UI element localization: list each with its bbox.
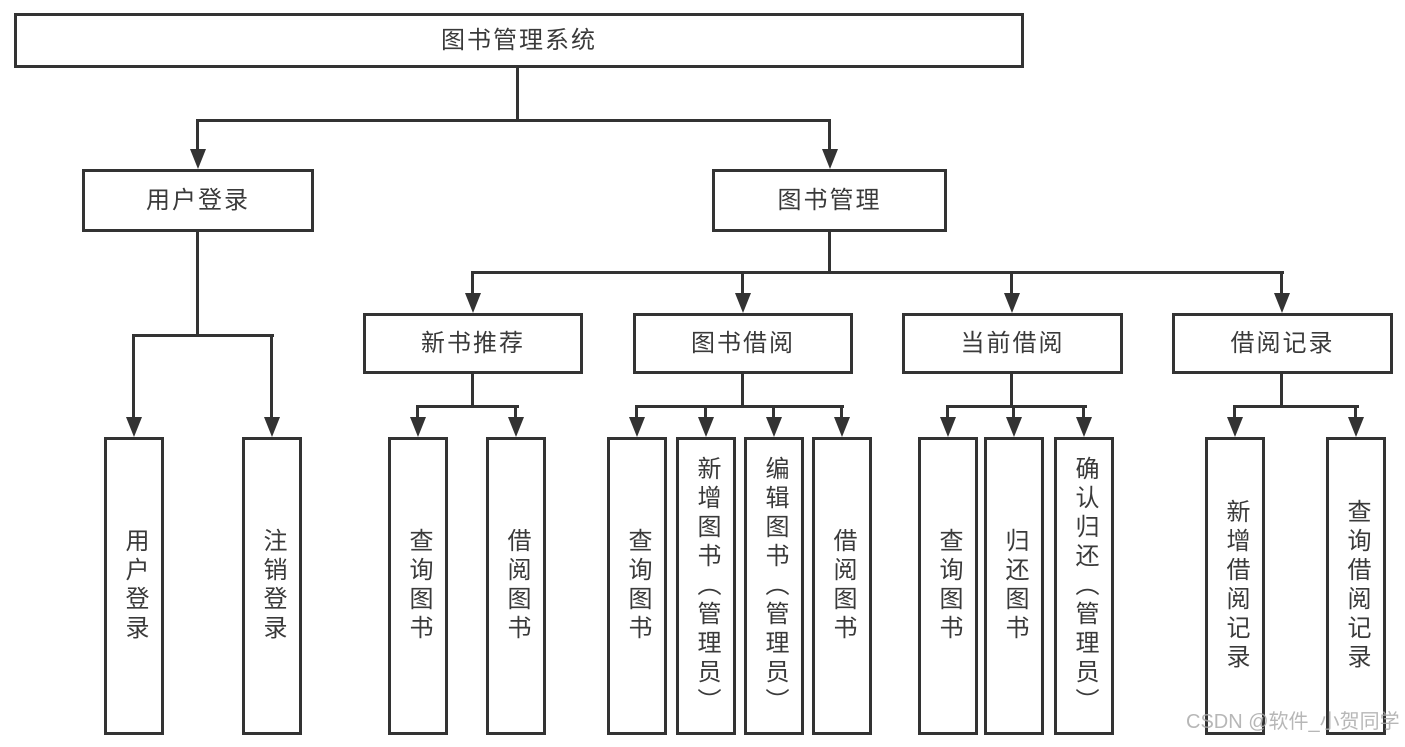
connector-hline bbox=[416, 405, 519, 408]
node-book-borrowing: 图书借阅 bbox=[633, 313, 853, 374]
connector-vline bbox=[1082, 406, 1085, 420]
leaf-label: 新增借阅记录 bbox=[1222, 499, 1249, 673]
leaf-borrow-books-recommend: 借阅图书 bbox=[486, 437, 546, 735]
leaf-label: 归还图书 bbox=[1001, 528, 1028, 644]
leaf-borrow-books: 借阅图书 bbox=[812, 437, 872, 735]
arrow-down-icon bbox=[735, 293, 751, 313]
leaf-label: 查询图书 bbox=[405, 528, 432, 644]
csdn-watermark: CSDN @软件_小贺同学 bbox=[1186, 711, 1400, 733]
node-label: 当前借阅 bbox=[960, 329, 1065, 357]
arrow-down-icon bbox=[508, 417, 524, 437]
leaf-label: 查询借阅记录 bbox=[1343, 499, 1370, 673]
arrow-down-icon bbox=[264, 417, 280, 437]
leaf-edit-books-admin: 编辑图书（管理员） bbox=[744, 437, 804, 735]
node-label: 借阅记录 bbox=[1230, 329, 1335, 357]
connector-vline bbox=[196, 232, 199, 335]
node-book-management: 图书管理 bbox=[712, 169, 947, 232]
connector-vline bbox=[840, 406, 843, 420]
connector-hline bbox=[471, 271, 1284, 274]
connector-hline bbox=[196, 119, 831, 122]
connector-vline bbox=[1010, 374, 1013, 406]
arrow-down-icon bbox=[1006, 417, 1022, 437]
connector-vline bbox=[196, 120, 199, 151]
connector-vline bbox=[1354, 406, 1357, 420]
node-borrowing-records: 借阅记录 bbox=[1172, 313, 1393, 374]
connector-vline bbox=[635, 406, 638, 420]
connector-vline bbox=[828, 120, 831, 151]
leaf-label: 借阅图书 bbox=[829, 528, 856, 644]
leaf-query-books-borrow: 查询图书 bbox=[607, 437, 667, 735]
connector-vline bbox=[270, 335, 273, 420]
leaf-query-books-recommend: 查询图书 bbox=[388, 437, 448, 735]
connector-vline bbox=[471, 272, 474, 295]
leaf-label: 借阅图书 bbox=[503, 528, 530, 644]
node-user-login: 用户登录 bbox=[82, 169, 314, 232]
connector-vline bbox=[704, 406, 707, 420]
connector-vline bbox=[1280, 272, 1283, 295]
arrow-down-icon bbox=[465, 293, 481, 313]
arrow-down-icon bbox=[766, 417, 782, 437]
connector-vline bbox=[516, 68, 519, 120]
arrow-down-icon bbox=[1004, 293, 1020, 313]
node-label: 图书管理 bbox=[777, 186, 882, 214]
node-label: 图书借阅 bbox=[691, 329, 795, 357]
leaf-label: 确认归还（管理员） bbox=[1071, 455, 1098, 717]
arrow-down-icon bbox=[1076, 417, 1092, 437]
node-library-system: 图书管理系统 bbox=[14, 13, 1024, 68]
node-new-book-recommend: 新书推荐 bbox=[363, 313, 583, 374]
arrow-down-icon bbox=[698, 417, 714, 437]
leaf-add-books-admin: 新增图书（管理员） bbox=[676, 437, 736, 735]
arrow-down-icon bbox=[190, 149, 206, 169]
connector-vline bbox=[514, 406, 517, 420]
leaf-label: 查询图书 bbox=[935, 528, 962, 644]
connector-vline bbox=[741, 374, 744, 406]
connector-vline bbox=[1280, 374, 1283, 406]
connector-vline bbox=[132, 335, 135, 420]
leaf-label: 编辑图书（管理员） bbox=[761, 455, 788, 717]
leaf-query-books-current: 查询图书 bbox=[918, 437, 978, 735]
arrow-down-icon bbox=[410, 417, 426, 437]
node-label: 新书推荐 bbox=[421, 329, 525, 357]
arrow-down-icon bbox=[1227, 417, 1243, 437]
leaf-label: 用户登录 bbox=[121, 528, 148, 644]
arrow-down-icon bbox=[1274, 293, 1290, 313]
leaf-confirm-return-admin: 确认归还（管理员） bbox=[1054, 437, 1114, 735]
leaf-query-borrow-record: 查询借阅记录 bbox=[1326, 437, 1386, 735]
leaf-label: 新增图书（管理员） bbox=[693, 455, 720, 717]
leaf-label: 查询图书 bbox=[624, 528, 651, 644]
connector-vline bbox=[772, 406, 775, 420]
connector-vline bbox=[471, 374, 474, 406]
node-current-borrowing: 当前借阅 bbox=[902, 313, 1123, 374]
connector-vline bbox=[828, 232, 831, 272]
leaf-label: 注销登录 bbox=[259, 528, 286, 644]
node-label: 用户登录 bbox=[146, 186, 250, 214]
leaf-add-borrow-record: 新增借阅记录 bbox=[1205, 437, 1265, 735]
connector-hline bbox=[1233, 405, 1359, 408]
connector-vline bbox=[1012, 406, 1015, 420]
connector-vline bbox=[741, 272, 744, 295]
leaf-return-books: 归还图书 bbox=[984, 437, 1044, 735]
connector-vline bbox=[416, 406, 419, 420]
arrow-down-icon bbox=[834, 417, 850, 437]
connector-vline bbox=[1233, 406, 1236, 420]
node-label: 图书管理系统 bbox=[441, 26, 597, 54]
arrow-down-icon bbox=[629, 417, 645, 437]
leaf-logout-login: 注销登录 bbox=[242, 437, 302, 735]
connector-hline bbox=[635, 405, 844, 408]
arrow-down-icon bbox=[126, 417, 142, 437]
connector-hline bbox=[946, 405, 1087, 408]
connector-vline bbox=[1010, 272, 1013, 295]
leaf-user-login: 用户登录 bbox=[104, 437, 164, 735]
arrow-down-icon bbox=[822, 149, 838, 169]
arrow-down-icon bbox=[940, 417, 956, 437]
connector-hline bbox=[132, 334, 274, 337]
arrow-down-icon bbox=[1348, 417, 1364, 437]
connector-vline bbox=[946, 406, 949, 420]
